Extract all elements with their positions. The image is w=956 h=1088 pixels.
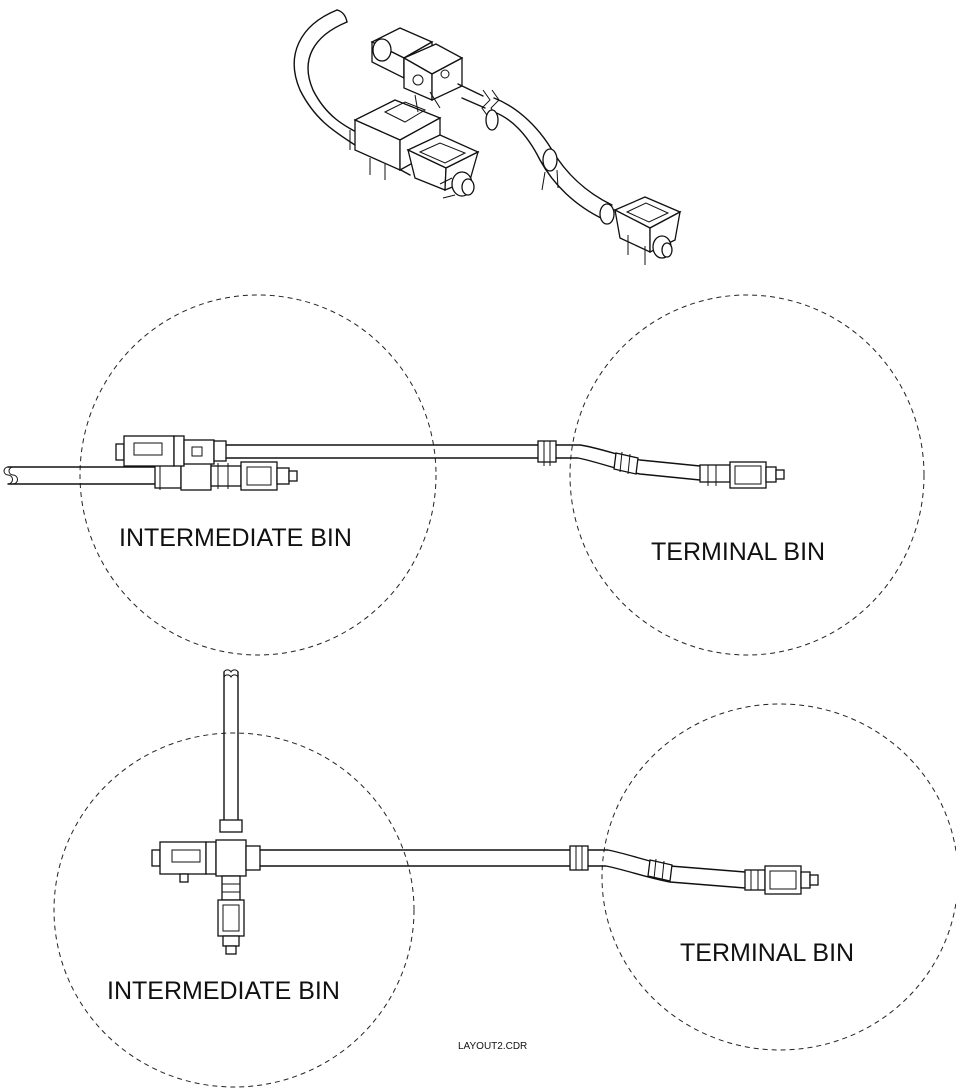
downward-leg	[217, 875, 245, 955]
terminal-bin-label: TERMINAL BIN	[680, 939, 854, 967]
intermediate-bin-label: INTERMEDIATE BIN	[119, 524, 352, 552]
inlet-pipe	[3, 466, 156, 485]
isometric-view	[293, 9, 682, 265]
transfer-tube	[259, 845, 819, 895]
iso-right-tube	[457, 83, 682, 265]
motor	[151, 839, 261, 883]
motor	[115, 435, 227, 467]
transfer-tube	[225, 440, 785, 489]
intermediate-bin-outline	[79, 294, 437, 656]
terminal-bin-outline	[569, 294, 925, 656]
terminal-bin-label: TERMINAL BIN	[651, 538, 825, 566]
terminal-bin-outline	[601, 703, 956, 1051]
intermediate-run	[154, 461, 298, 491]
intermediate-bin-label: INTERMEDIATE BIN	[107, 977, 340, 1005]
vertical-inlet-pipe	[219, 669, 243, 833]
intermediate-bin-outline	[53, 732, 415, 1088]
iso-motor-assembly	[370, 27, 464, 113]
layout-b: INTERMEDIATE BIN TERMINAL BIN	[53, 669, 956, 1088]
iso-left-hopper-assembly	[349, 99, 480, 199]
layout-a: INTERMEDIATE BIN TERMINAL BIN	[3, 294, 925, 656]
file-label: LAYOUT2.CDR	[458, 1041, 527, 1052]
